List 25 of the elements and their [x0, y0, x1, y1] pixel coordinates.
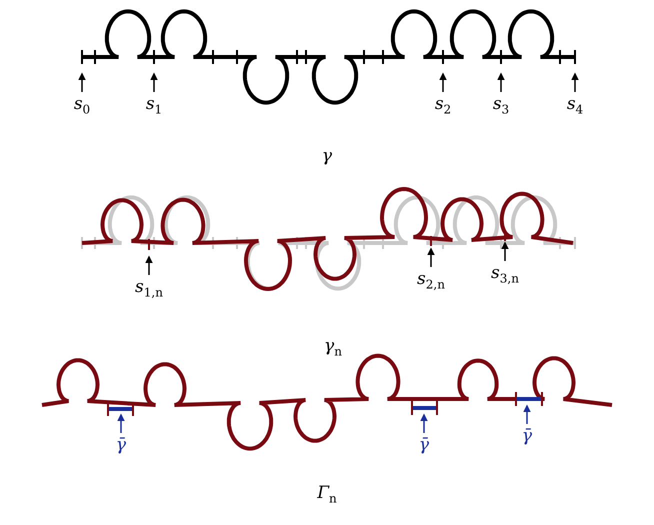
curve-caption: Γ$_{n}$	[317, 485, 337, 504]
point-label: s$_{2,n}$	[417, 271, 445, 290]
arrow	[420, 414, 428, 433]
arrow	[117, 414, 125, 433]
arrow	[571, 72, 579, 92]
arrow	[439, 72, 447, 92]
point-label: s$_{3}$	[492, 96, 510, 116]
arrow	[150, 72, 158, 92]
point-label: γ̄	[116, 437, 126, 454]
point-label: s$_{3,n}$	[491, 265, 519, 284]
curve-caption: γ$_{n}$	[324, 338, 342, 358]
arrow	[497, 72, 505, 92]
arrow	[78, 72, 86, 92]
point-label: s$_{2}$	[434, 96, 452, 116]
arrow	[523, 404, 531, 424]
arrow	[501, 242, 509, 261]
arrow	[145, 256, 153, 275]
point-label: s$_{0}$	[74, 96, 90, 116]
curve-caption: γ	[322, 148, 332, 165]
point-label: s$_{1}$	[146, 96, 162, 116]
arrow	[427, 248, 435, 267]
point-label: γ̄	[522, 428, 532, 445]
point-label: s$_{4}$	[566, 96, 584, 116]
point-label: γ̄	[418, 437, 430, 454]
point-label: s$_{1,n}$	[135, 279, 163, 298]
